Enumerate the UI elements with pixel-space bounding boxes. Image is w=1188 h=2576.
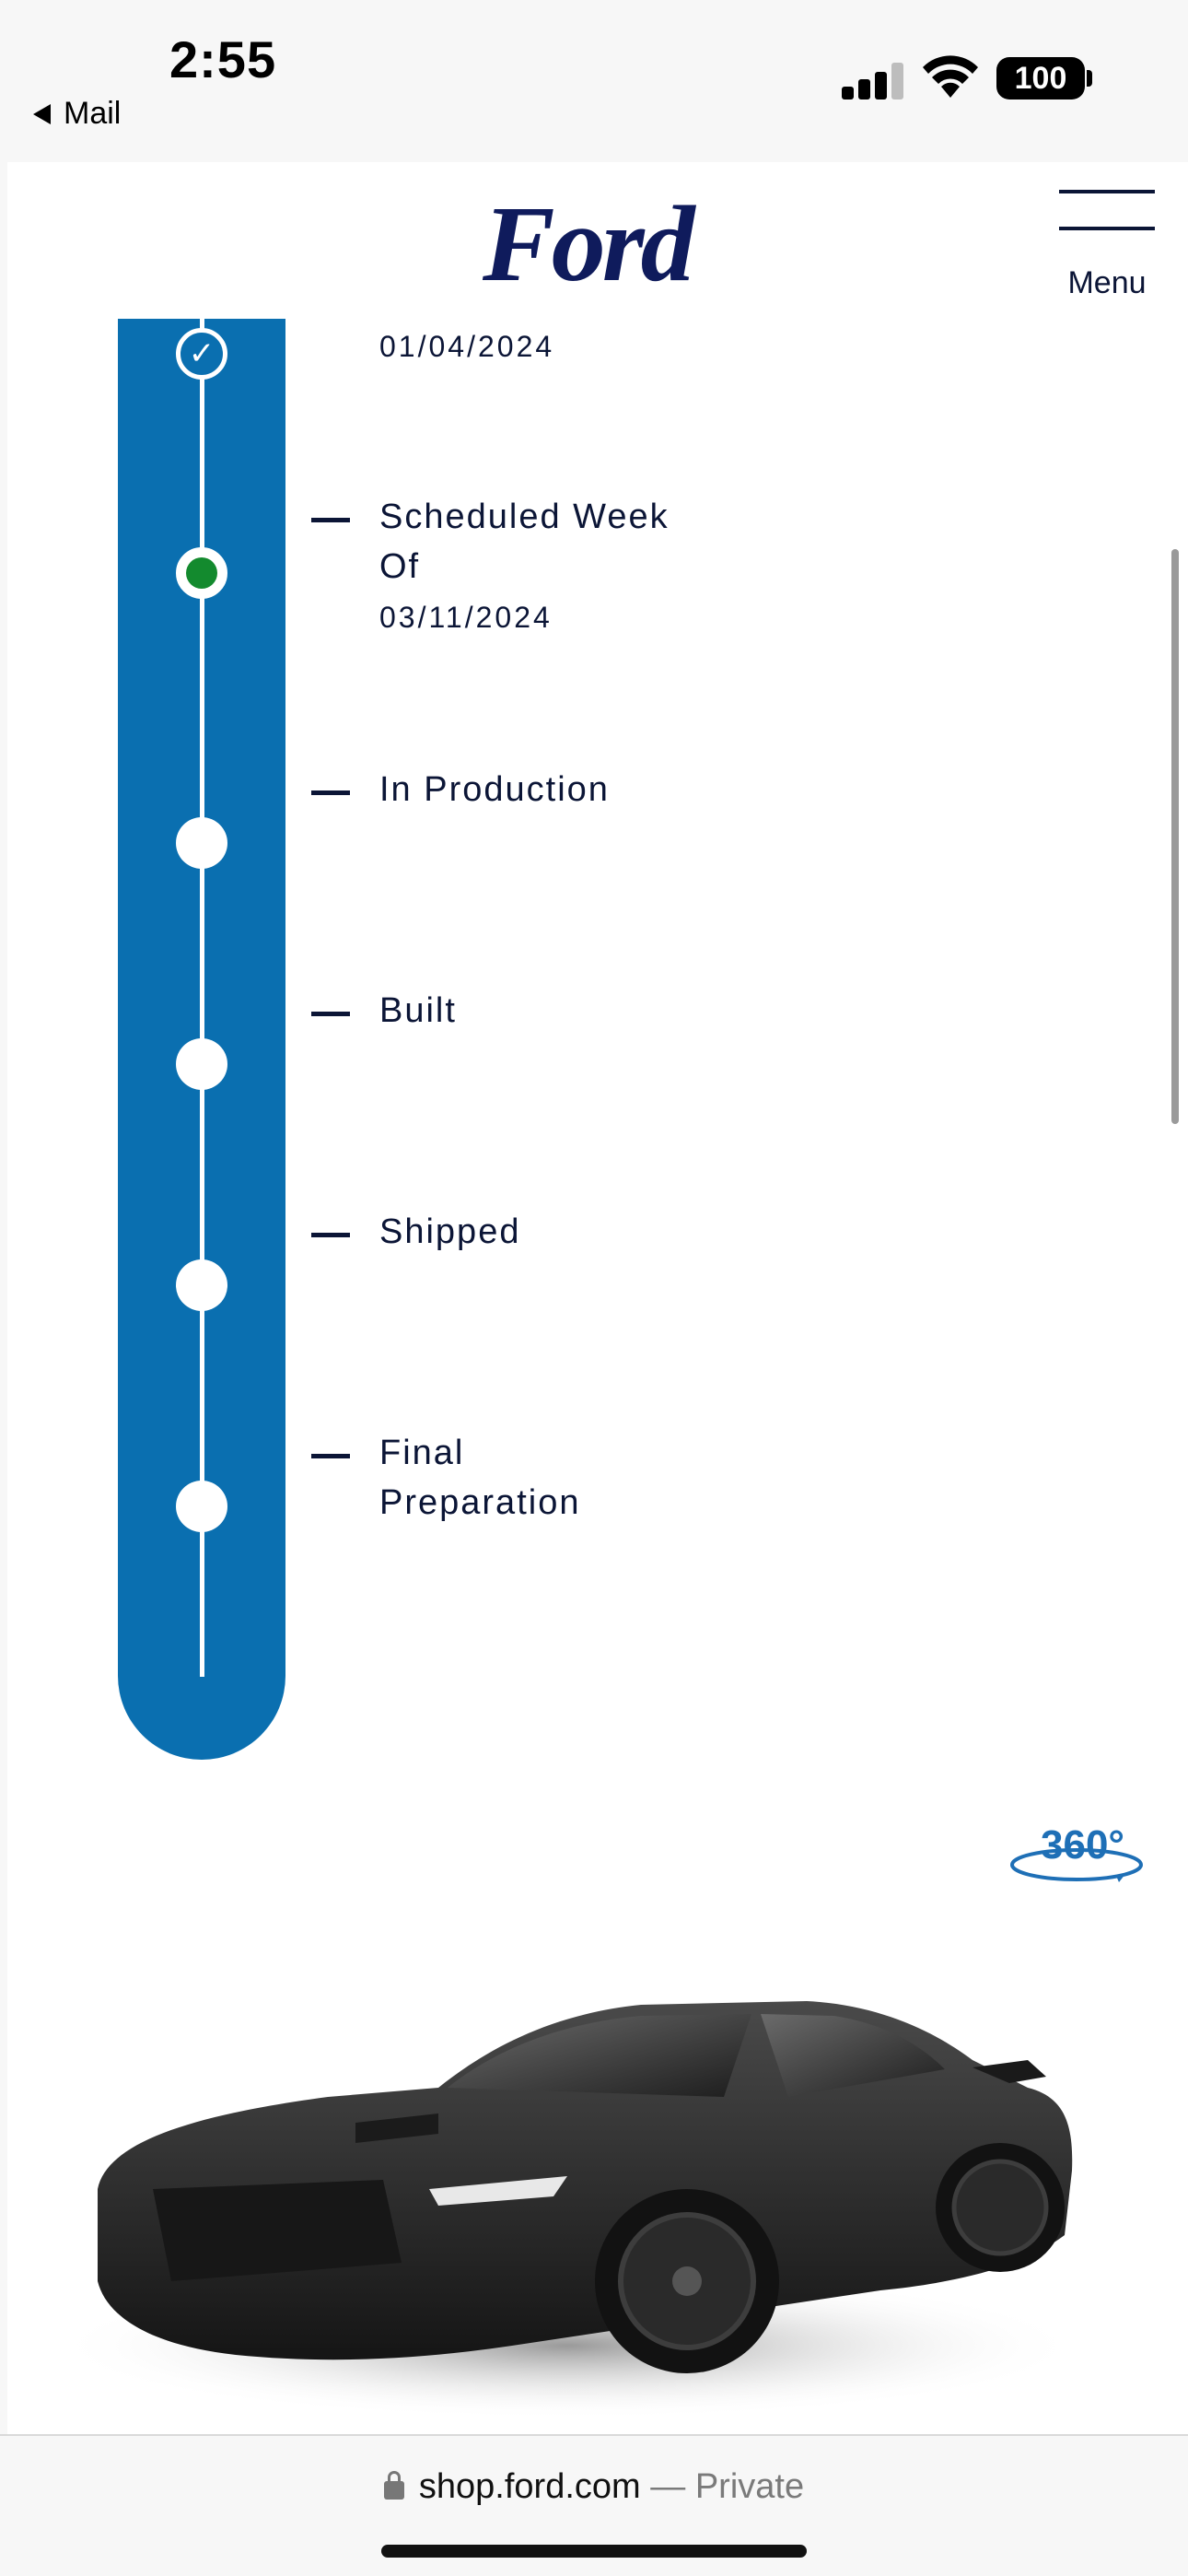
web-content: Ford Menu ✓ 01/04/2024 Scheduled Week Of… (7, 162, 1188, 2434)
step-node-shipped (176, 1259, 227, 1311)
step-date: 01/04/2024 (379, 330, 555, 363)
step-label: Built (379, 991, 457, 1030)
step-dash (311, 1454, 350, 1458)
checkmark-icon: ✓ (188, 335, 215, 372)
step-label: In Production (379, 770, 610, 809)
step-label: Scheduled Week Of (379, 498, 670, 586)
cellular-signal-icon (842, 63, 904, 100)
step-dash (311, 1012, 350, 1016)
url-display[interactable]: shop.ford.com — Private (0, 2467, 1188, 2507)
view-360-button[interactable]: 360° (1007, 1821, 1146, 1894)
step-node-in-production (176, 817, 227, 869)
current-step-dot (186, 557, 217, 589)
menu-button[interactable]: Menu (1055, 190, 1159, 300)
clock: 2:55 (169, 30, 277, 88)
step-date: 03/11/2024 (379, 601, 553, 634)
step-label: Final Preparation (379, 1434, 581, 1522)
lock-icon (383, 2471, 404, 2500)
site-header: Ford Menu (7, 162, 1188, 319)
step-node-final-preparation (176, 1481, 227, 1532)
browser-address-bar[interactable]: shop.ford.com — Private (0, 2434, 1188, 2576)
battery-tip (1087, 70, 1092, 87)
menu-label: Menu (1067, 265, 1147, 300)
step-label: Shipped (379, 1212, 521, 1251)
private-mode-label: Private (694, 2467, 805, 2506)
track-line (200, 319, 204, 1677)
home-indicator[interactable] (381, 2545, 807, 2558)
back-label: Mail (64, 96, 122, 131)
rotate-360-icon (1010, 1848, 1143, 1882)
view-360-label: 360° (1041, 1822, 1125, 1868)
step-node-built (176, 1038, 227, 1090)
vehicle-image (52, 2001, 1083, 2419)
url-domain: shop.ford.com (418, 2467, 641, 2506)
status-bar: 2:55 Mail 100 (0, 0, 1188, 162)
wifi-icon (923, 55, 978, 98)
menu-bar-middle (1059, 227, 1155, 230)
back-arrow-icon (33, 103, 51, 124)
step-dash (311, 1233, 350, 1237)
step-node-current (176, 547, 227, 599)
back-to-mail-button[interactable]: Mail (33, 96, 121, 132)
ford-logo[interactable]: Ford (483, 183, 695, 304)
url-separator: — (650, 2467, 686, 2506)
battery-icon: 100 (996, 57, 1085, 100)
order-status-track: ✓ (118, 319, 285, 1760)
menu-bar-top (1059, 190, 1155, 193)
step-dash (311, 790, 350, 795)
step-node-complete: ✓ (176, 328, 227, 380)
step-dash (311, 518, 350, 522)
scrollbar[interactable] (1171, 549, 1179, 1124)
